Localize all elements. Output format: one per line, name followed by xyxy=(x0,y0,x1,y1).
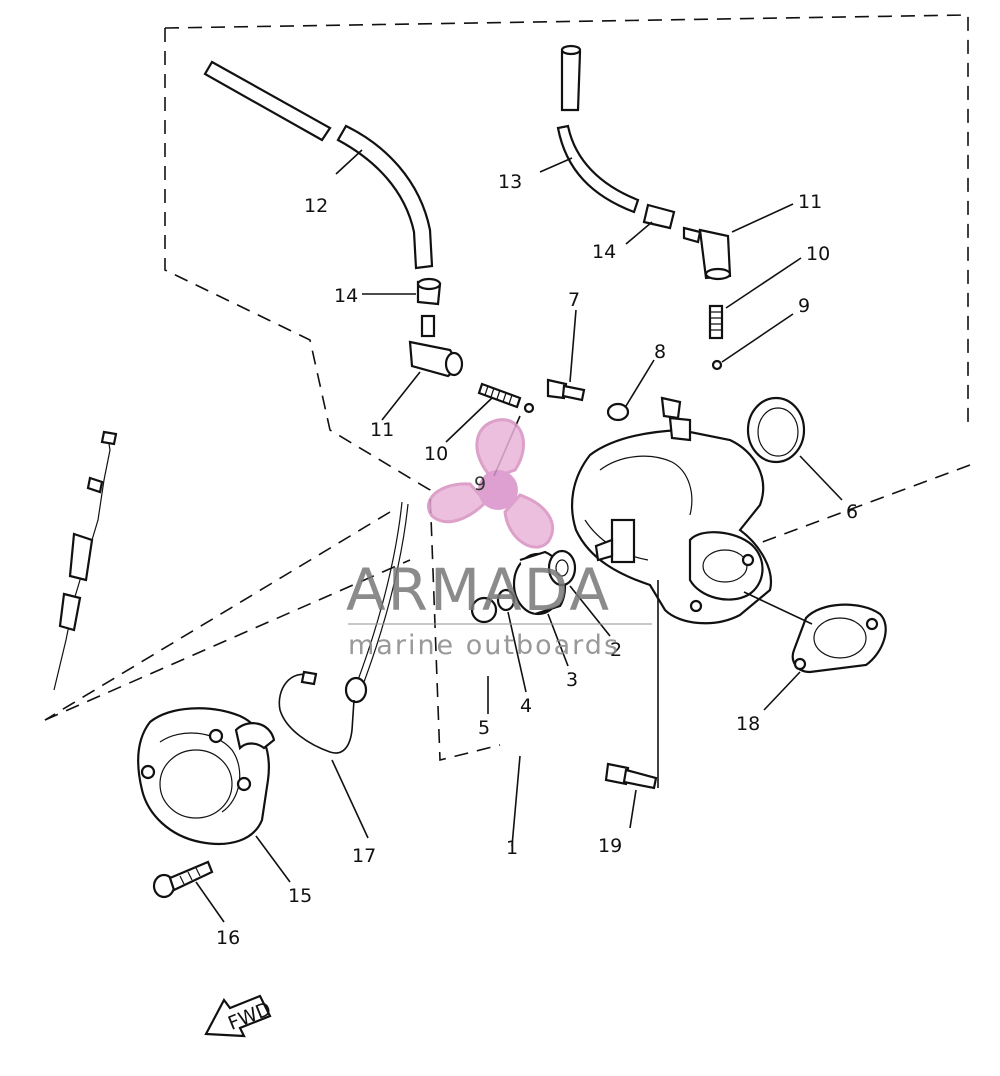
watermark-tagline: marine outboards xyxy=(348,630,620,661)
bolt-19 xyxy=(604,762,658,790)
sleeve-14-left xyxy=(416,277,442,306)
callout-7: 7 xyxy=(568,289,580,311)
screw-16 xyxy=(152,860,214,899)
callout-14-left: 14 xyxy=(334,285,358,307)
callout-11-left: 11 xyxy=(370,419,394,441)
callout-19: 19 xyxy=(598,835,622,857)
cover-15 xyxy=(137,707,276,846)
callout-2: 2 xyxy=(610,639,622,661)
elbow-fitting-11-right xyxy=(682,226,732,281)
oil-seal-6 xyxy=(746,396,806,464)
gasket-18 xyxy=(791,603,887,674)
fwd-arrow: FWD xyxy=(204,994,274,1038)
callout-11-right: 11 xyxy=(798,191,822,213)
callout-5: 5 xyxy=(478,717,490,739)
spring-10-right xyxy=(708,304,724,340)
clip-4 xyxy=(496,588,516,612)
callout-numbers: 12 13 14 14 11 11 10 10 9 7 8 6 2 3 4 5 … xyxy=(216,171,858,949)
callout-9-right: 9 xyxy=(798,295,810,317)
callout-3: 3 xyxy=(566,669,578,691)
callout-17: 17 xyxy=(352,845,376,867)
check-ball-9-left xyxy=(523,402,535,414)
hose-13 xyxy=(556,44,640,214)
screw-7 xyxy=(546,378,586,402)
check-ball-9-right xyxy=(711,359,723,371)
callout-9-left: 9 xyxy=(474,473,486,495)
nut-5 xyxy=(470,596,498,624)
oil-pump-housing xyxy=(570,396,773,625)
elbow-fitting-11-left xyxy=(408,314,464,378)
washer-2 xyxy=(547,549,577,587)
callout-13: 13 xyxy=(498,171,522,193)
callout-18: 18 xyxy=(736,713,760,735)
link-rod-17 xyxy=(278,501,409,754)
callout-8: 8 xyxy=(654,341,666,363)
callout-15: 15 xyxy=(288,885,312,907)
spring-10-left xyxy=(477,382,522,409)
callout-12: 12 xyxy=(304,195,328,217)
control-cable xyxy=(53,430,118,691)
leader-lines xyxy=(195,149,843,923)
callout-10-left: 10 xyxy=(424,443,448,465)
hose-12 xyxy=(203,60,434,270)
washer-8 xyxy=(606,402,630,422)
callout-4: 4 xyxy=(520,695,532,717)
callout-10-right: 10 xyxy=(806,243,830,265)
callout-14-right: 14 xyxy=(592,241,616,263)
propeller-logo-icon xyxy=(427,418,555,549)
callout-16: 16 xyxy=(216,927,240,949)
callout-1: 1 xyxy=(506,837,518,859)
callout-6: 6 xyxy=(846,501,858,523)
armada-watermark: 9 ARMADA marine outboards xyxy=(346,418,652,661)
assembly-boundary xyxy=(44,14,971,762)
watermark-brand: ARMADA xyxy=(346,556,611,624)
